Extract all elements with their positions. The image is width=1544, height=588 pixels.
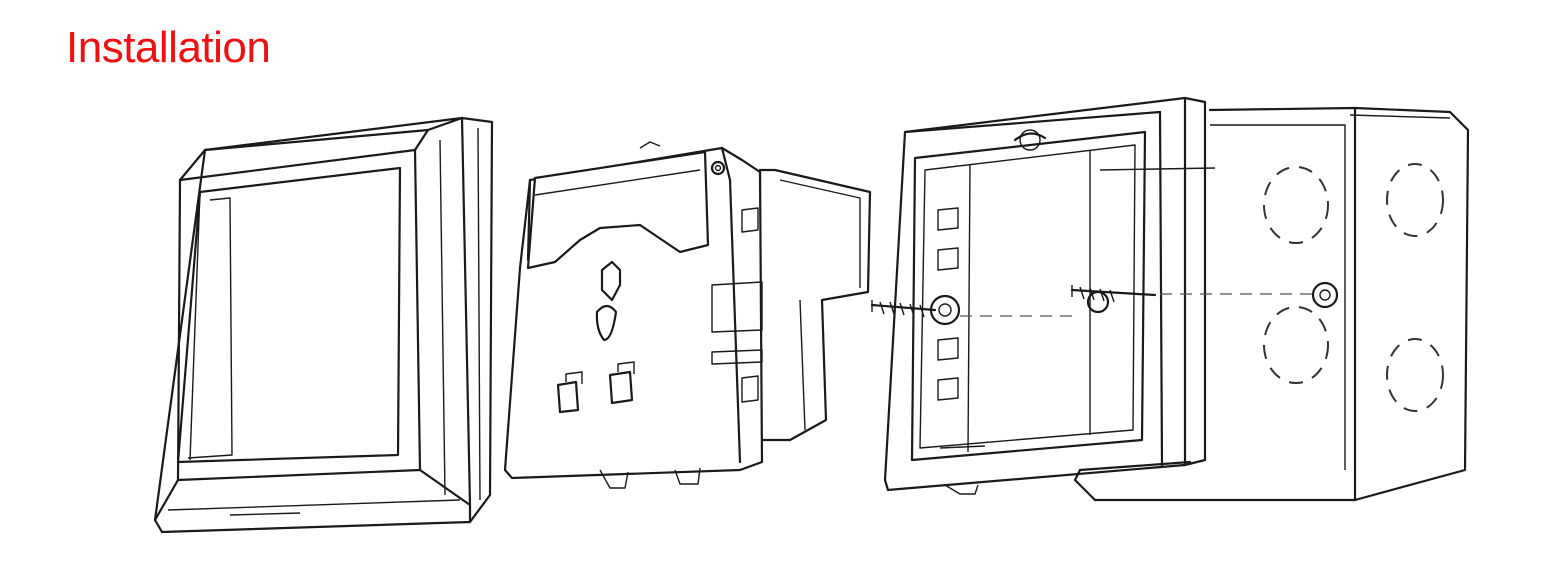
mounting-frame [870,96,1207,495]
wall-box [960,106,1470,502]
socket-module [503,141,872,489]
cover-frame [153,116,494,534]
page-title: Installation [66,23,271,72]
